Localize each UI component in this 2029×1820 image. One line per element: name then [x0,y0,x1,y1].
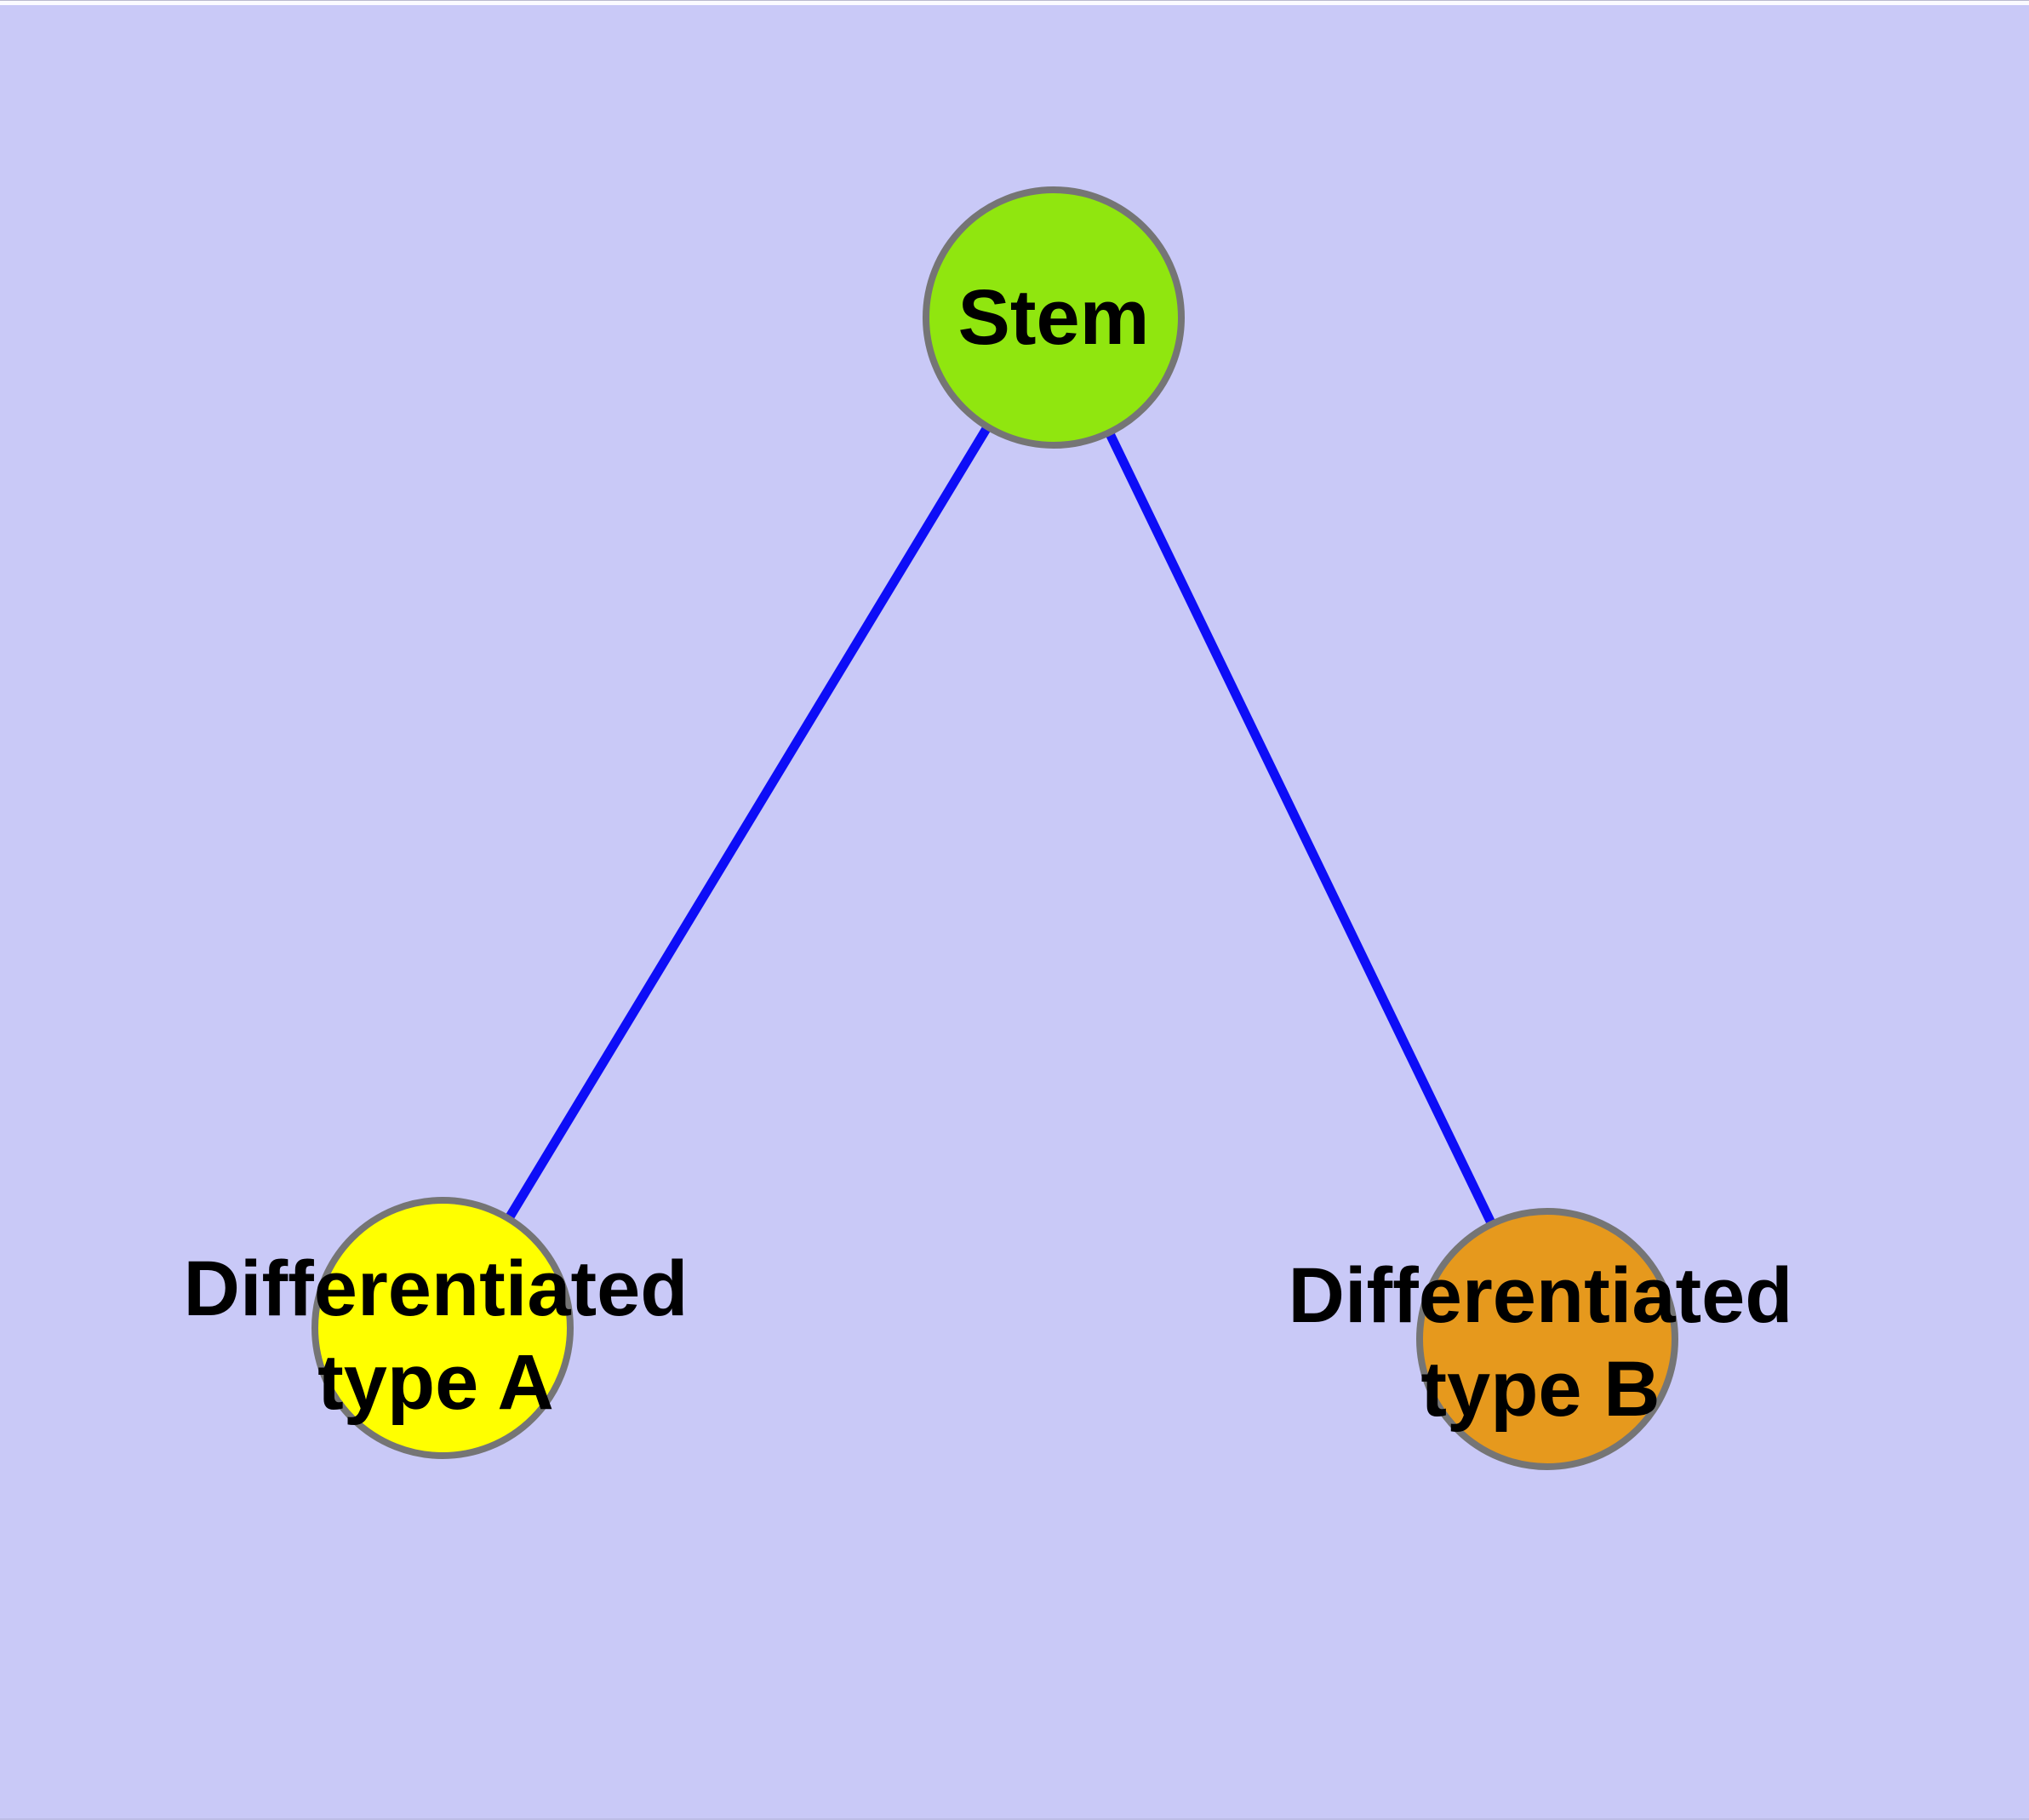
differentiated-type-a-label-line2: type A [317,1339,554,1426]
edge-stem-to-type-b [1049,315,1552,1342]
differentiated-type-a-label-line1: Differentiated [183,1245,689,1332]
stem-node-circle [923,186,1185,449]
differentiated-type-b-label-line2: type B [1420,1346,1660,1433]
differentiated-type-b-label-line1: Differentiated [1288,1252,1793,1339]
differentiated-type-b-node-circle [1416,1208,1678,1470]
differentiated-type-a-node-circle [311,1197,574,1459]
bottom-edge-artifact [0,1818,2029,1820]
differentiated-type-a-node-label: Differentiated type A [184,1242,689,1429]
top-edge-artifact [0,0,2029,5]
stem-node-label: Stem [958,271,1150,364]
edge-stem-to-type-a [438,315,1058,1331]
differentiated-type-b-node-label: Differentiated type B [1289,1249,1793,1436]
stem-node-label-text: Stem [957,274,1150,361]
